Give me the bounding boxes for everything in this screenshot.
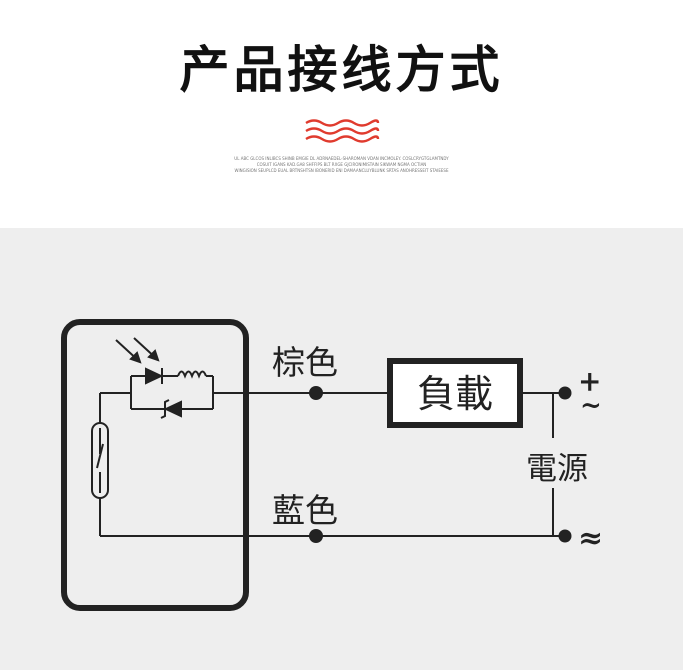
fine-print-line-1: UL ABC GLCOS INLIBCS SHINB EMGIE DL ADRN… xyxy=(234,156,449,161)
blue-wire-terminal xyxy=(309,529,323,543)
fine-print-line-2: COSUIT IGANS KAD.GA8 SHFFIPS BLT RXGE GJ… xyxy=(256,162,427,167)
internal-circuit xyxy=(99,375,240,537)
reed-switch-icon xyxy=(91,422,109,499)
wave-decoration-icon xyxy=(305,119,380,143)
light-arrows-icon xyxy=(115,337,160,364)
brown-wire-terminal xyxy=(309,386,323,400)
power-label: 電源 xyxy=(526,451,588,487)
power-minus-terminal xyxy=(558,529,572,543)
blue-wire-label: 藍色 xyxy=(272,491,338,530)
led-diode-icon xyxy=(145,367,164,385)
power-plus-terminal xyxy=(558,386,572,400)
load-label: 負載 xyxy=(417,372,493,416)
fine-print-line-3: WINGISION SEUPLCD EUAL BRTNSHTSN IBONERI… xyxy=(234,168,449,173)
zener-diode-icon xyxy=(160,399,182,419)
plus-symbol: + xyxy=(578,365,601,398)
brown-wire-label: 棕色 xyxy=(272,343,338,382)
wiring-diagram-panel: 棕色 藍色 負載 電源 + ~ ≈ xyxy=(0,228,683,670)
load-box xyxy=(387,358,523,428)
sensor-housing xyxy=(61,319,249,611)
page-title: 产品接线方式 xyxy=(179,41,504,99)
wiring-diagram: 棕色 藍色 負載 電源 + ~ ≈ xyxy=(61,319,603,611)
header: 产品接线方式 UL ABC GLCOS INLIBCS SHINB EMGIE … xyxy=(0,0,683,228)
resistor-icon xyxy=(177,370,207,379)
ac-symbol-bottom: ≈ xyxy=(578,521,603,556)
ac-symbol-top: ~ xyxy=(580,391,602,421)
